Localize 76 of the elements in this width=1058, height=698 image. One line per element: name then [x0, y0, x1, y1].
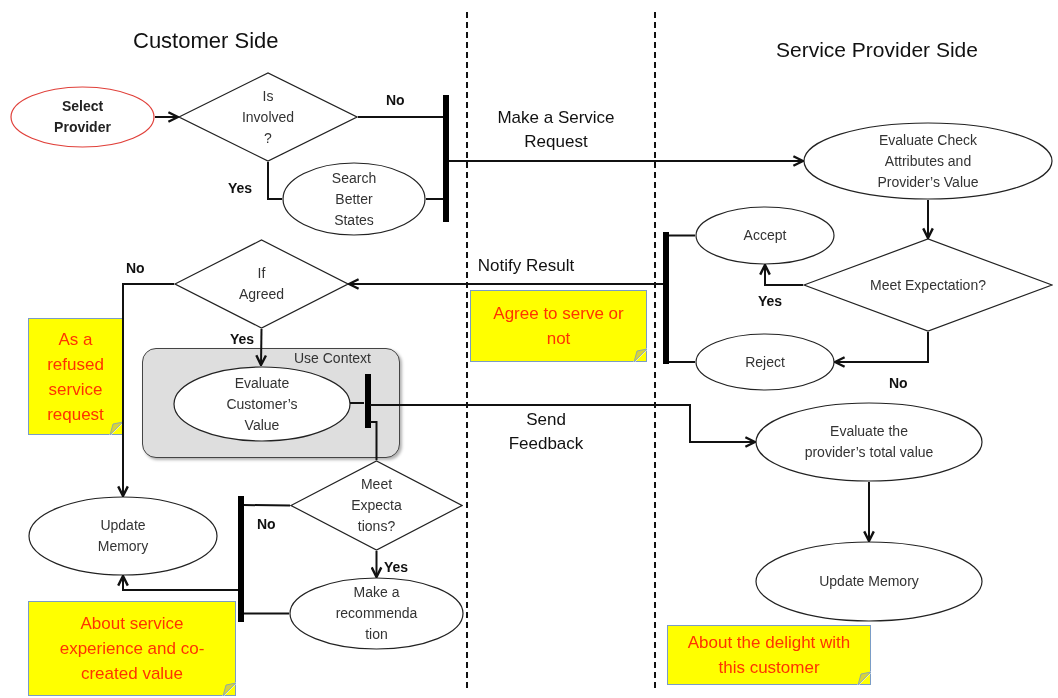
arrow [448, 155, 805, 167]
connector-line [243, 504, 291, 507]
edge-label: Yes [758, 292, 783, 311]
node-text: Reject [745, 352, 785, 372]
edge-label: Yes [230, 330, 255, 349]
node-text: Search Better States [330, 168, 378, 230]
note-text: As a refused service request [46, 328, 105, 426]
connector-line [425, 198, 444, 200]
arrow [833, 331, 929, 368]
decision-diamond [290, 460, 463, 551]
connector-line [668, 361, 696, 363]
edge-label: No [889, 374, 908, 393]
arrow [370, 550, 383, 579]
sync-bar [365, 374, 371, 428]
note-text: About service experience and co-created value [58, 613, 206, 685]
edge-label: Yes [228, 179, 253, 198]
node-text: Is Involved ? [240, 86, 296, 148]
node-text: Evaluate Customer’s Value [225, 373, 299, 435]
sticky-note [28, 601, 236, 696]
process-ellipse [10, 86, 155, 148]
sticky-note [667, 625, 871, 685]
arrow [863, 481, 875, 543]
arrow [117, 283, 175, 498]
process-ellipse [28, 496, 218, 576]
edge-label: No [257, 515, 276, 534]
process-ellipse [695, 333, 835, 391]
connector-line [369, 421, 378, 461]
process-ellipse [695, 206, 835, 265]
node-text: Make a recommenda tion [334, 583, 419, 644]
arrow [117, 574, 239, 591]
node-text: Meet Expectation? [870, 275, 986, 295]
arrow [347, 278, 664, 290]
connector-line [357, 116, 444, 118]
node-text: Select Provider [53, 97, 112, 137]
note-text: Agree to serve or not [492, 303, 625, 350]
edge-label: No [386, 91, 405, 110]
process-ellipse [173, 366, 351, 442]
context-panel [142, 348, 400, 458]
connector-line [668, 234, 696, 237]
sync-bar [443, 95, 449, 222]
decision-diamond [178, 72, 358, 162]
arrow [255, 328, 268, 367]
connector-line [243, 612, 290, 615]
node-text: If Agreed [237, 264, 286, 304]
arrow [759, 263, 804, 286]
decision-diamond [803, 238, 1053, 332]
node-text: Accept [743, 226, 787, 245]
node-text: Evaluate Check Attributes and Provider’s Value [876, 130, 980, 192]
edge-label: Yes [384, 558, 409, 577]
process-ellipse [755, 402, 983, 482]
node-text: Update Memory [96, 516, 150, 556]
sync-bar [238, 496, 244, 622]
arrow [369, 404, 757, 448]
process-ellipse [289, 577, 464, 650]
edge-label: Make a Service Request [496, 107, 616, 153]
process-ellipse [803, 122, 1053, 200]
sticky-note [470, 290, 647, 362]
node-text: Update Memory [819, 572, 919, 591]
node-text: Meet Expecta tions? [350, 475, 403, 536]
connector-line [349, 402, 365, 404]
arrow [154, 111, 180, 123]
lane-heading: Customer Side [133, 27, 279, 55]
node-text: Evaluate the provider’s total value [804, 422, 934, 462]
sync-bar [663, 232, 669, 364]
process-ellipse [755, 541, 983, 622]
lane-heading: Service Provider Side [776, 37, 978, 63]
arrow [922, 199, 934, 240]
panel-title: Use Context [293, 349, 371, 367]
process-ellipse [282, 162, 426, 236]
sticky-note [28, 318, 123, 435]
edge-label: Send Feedback [507, 409, 585, 455]
edge-label: No [126, 259, 145, 278]
connector-line [267, 161, 283, 200]
edge-label: Notify Result [476, 255, 576, 277]
note-text: About the delight with this customer [686, 632, 852, 679]
decision-diamond [174, 239, 349, 329]
